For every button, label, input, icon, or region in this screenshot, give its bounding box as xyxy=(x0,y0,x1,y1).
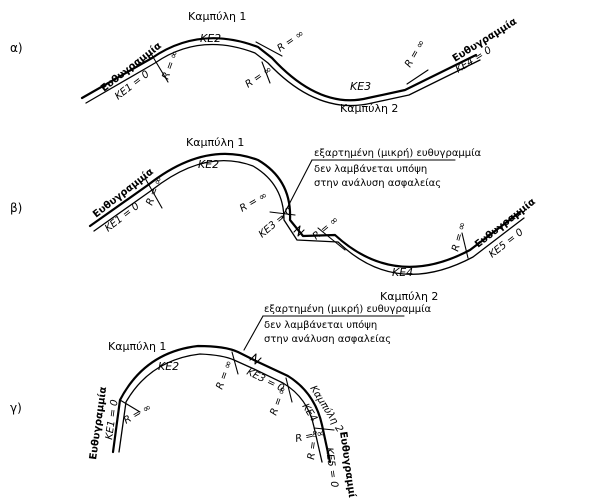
panel-b-note-line3: στην ανάλυση ασφαλείας xyxy=(314,177,441,189)
panel-a-road xyxy=(80,37,481,107)
panel-c-r1: R = ∞ xyxy=(122,402,153,427)
panel-a-curve1-k: KE2 xyxy=(200,32,221,45)
panel-a: α) Καμπύλη 1 KE2 Καμπύλη 2 KE3 Ευθυγραμμ… xyxy=(10,10,519,115)
panel-a-r1: R = ∞ xyxy=(160,49,181,81)
panel-a-r4: R = ∞ xyxy=(403,38,428,69)
panel-a-curve2-title: Καμπύλη 2 xyxy=(340,102,398,115)
panel-b-label: β) xyxy=(10,201,22,215)
panel-c-label: γ) xyxy=(10,401,22,415)
panel-c-note-line1: εξαρτημένη (μικρή) ευθυγραμμία xyxy=(264,303,432,315)
panel-c-k-right: KE5 = 0 xyxy=(323,447,340,488)
panel-b-road xyxy=(88,152,525,275)
panel-c-r2: R = ∞ xyxy=(214,359,235,391)
panel-b-curve2-k: KE4 xyxy=(392,266,413,279)
panel-c-note-line3: στην ανάλυση ασφαλείας xyxy=(264,333,391,345)
panel-b-r2: R = ∞ xyxy=(238,190,269,215)
panel-c-straight-right: Ευθυγραμμία xyxy=(337,431,359,498)
panel-c-curve1-k: KE2 xyxy=(158,360,179,373)
panel-c-r3: R = ∞ xyxy=(268,385,289,417)
panel-a-label: α) xyxy=(10,41,23,55)
panel-a-r2: R = ∞ xyxy=(275,28,306,54)
panel-b-curve2-title: Καμπύλη 2 xyxy=(380,290,438,303)
panel-a-r3: R = ∞ xyxy=(243,64,274,90)
panel-b-k-mid: KE3 = 0 xyxy=(257,206,295,240)
panel-a-curve2-k: KE3 xyxy=(350,80,371,93)
panel-c-road xyxy=(111,344,332,464)
panel-a-curve1-title: Καμπύλη 1 xyxy=(188,10,246,23)
panel-b-note-line1: εξαρτημένη (μικρή) ευθυγραμμία xyxy=(314,147,482,159)
panel-b-r3: R = ∞ xyxy=(311,215,341,243)
panel-c-curve1-title: Καμπύλη 1 xyxy=(108,340,166,353)
panel-b-curve1-title: Καμπύλη 1 xyxy=(186,136,244,149)
panel-b: β) εξαρτημένη (μικρή) ευθυγραμμία δεν λα… xyxy=(10,136,538,303)
panel-c-r5: R = ∞ xyxy=(306,429,321,460)
panel-b-curve1-k: KE2 xyxy=(198,158,219,171)
panel-b-note-line2: δεν λαμβάνεται υπόψη xyxy=(314,163,427,175)
panel-c: γ) εξαρτημένη (μικρή) ευθυγραμμία δεν λα… xyxy=(10,303,432,498)
panel-c-note-line2: δεν λαμβάνεται υπόψη xyxy=(264,319,377,331)
